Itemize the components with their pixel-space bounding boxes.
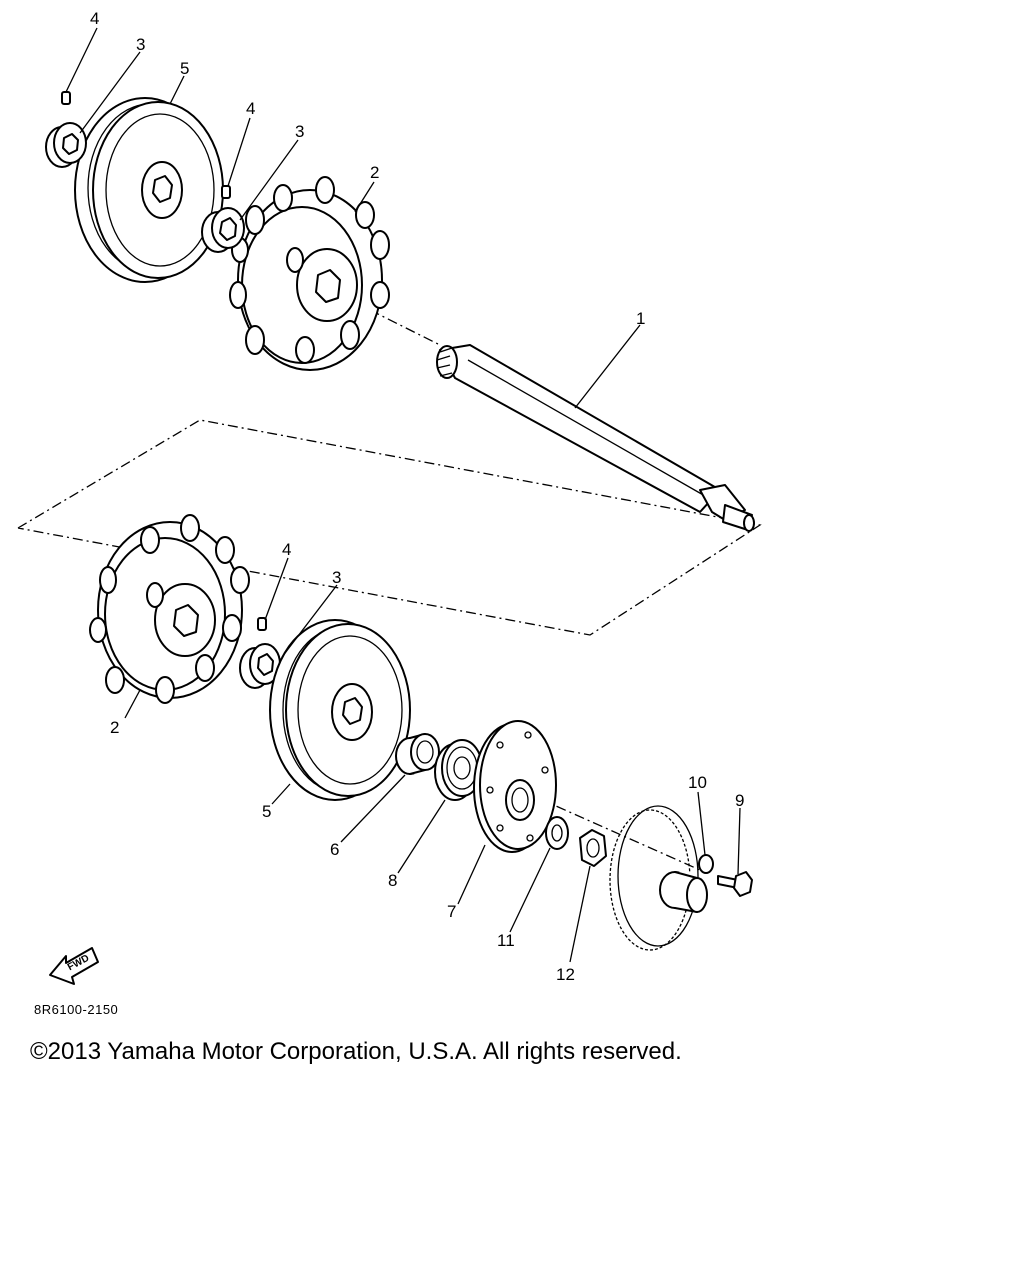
figure-code: 8R6100-2150 [34, 1002, 119, 1017]
callout-4-top-right: 4 [246, 99, 255, 118]
lock-washer [698, 854, 714, 874]
hub [609, 805, 708, 951]
callout-1: 1 [636, 309, 645, 328]
callout-4-top-left: 4 [90, 9, 99, 28]
callout-3-bottom: 3 [332, 568, 341, 587]
callout-9: 9 [735, 791, 744, 810]
lower-set-screw [257, 617, 267, 631]
upper-set-screw-right [221, 185, 231, 199]
bolt [717, 871, 753, 897]
callout-labels: 4 3 5 4 3 2 1 4 3 2 5 6 8 7 11 12 10 9 [90, 9, 744, 984]
leader-lines [65, 27, 741, 963]
spacer [395, 733, 440, 775]
callout-6: 6 [330, 840, 339, 859]
upper-centerline [369, 309, 441, 346]
callout-2-top: 2 [370, 163, 379, 182]
upper-sprocket [229, 176, 390, 371]
bearing [434, 739, 483, 801]
assembly-reference-box [17, 419, 762, 636]
callout-2-bottom: 2 [110, 718, 119, 737]
nut [579, 829, 607, 867]
callout-5-bottom: 5 [262, 802, 271, 821]
callout-5-top: 5 [180, 59, 189, 78]
lower-sprocket [89, 514, 250, 704]
callout-10: 10 [688, 773, 707, 792]
callout-7: 7 [447, 902, 456, 921]
drive-shaft [436, 344, 755, 532]
callout-11: 11 [497, 931, 515, 950]
lower-collar [239, 643, 281, 689]
fwd-arrow-icon: FWD [49, 947, 99, 985]
callout-3-top-right: 3 [295, 122, 304, 141]
upper-idler-wheel [74, 97, 224, 283]
upper-set-screw-left [61, 91, 71, 105]
lower-centerline [519, 789, 701, 871]
upper-collar-left [45, 122, 87, 168]
lower-idler-wheel [269, 619, 411, 801]
callout-3-top-left: 3 [136, 35, 145, 54]
callout-4-bottom: 4 [282, 540, 291, 559]
copyright-notice: ©2013 Yamaha Motor Corporation, U.S.A. A… [30, 1038, 682, 1065]
upper-collar-right [201, 207, 245, 253]
callout-12: 12 [556, 965, 575, 984]
washer [545, 816, 569, 850]
callout-8: 8 [388, 871, 397, 890]
flange-plate [473, 720, 557, 853]
